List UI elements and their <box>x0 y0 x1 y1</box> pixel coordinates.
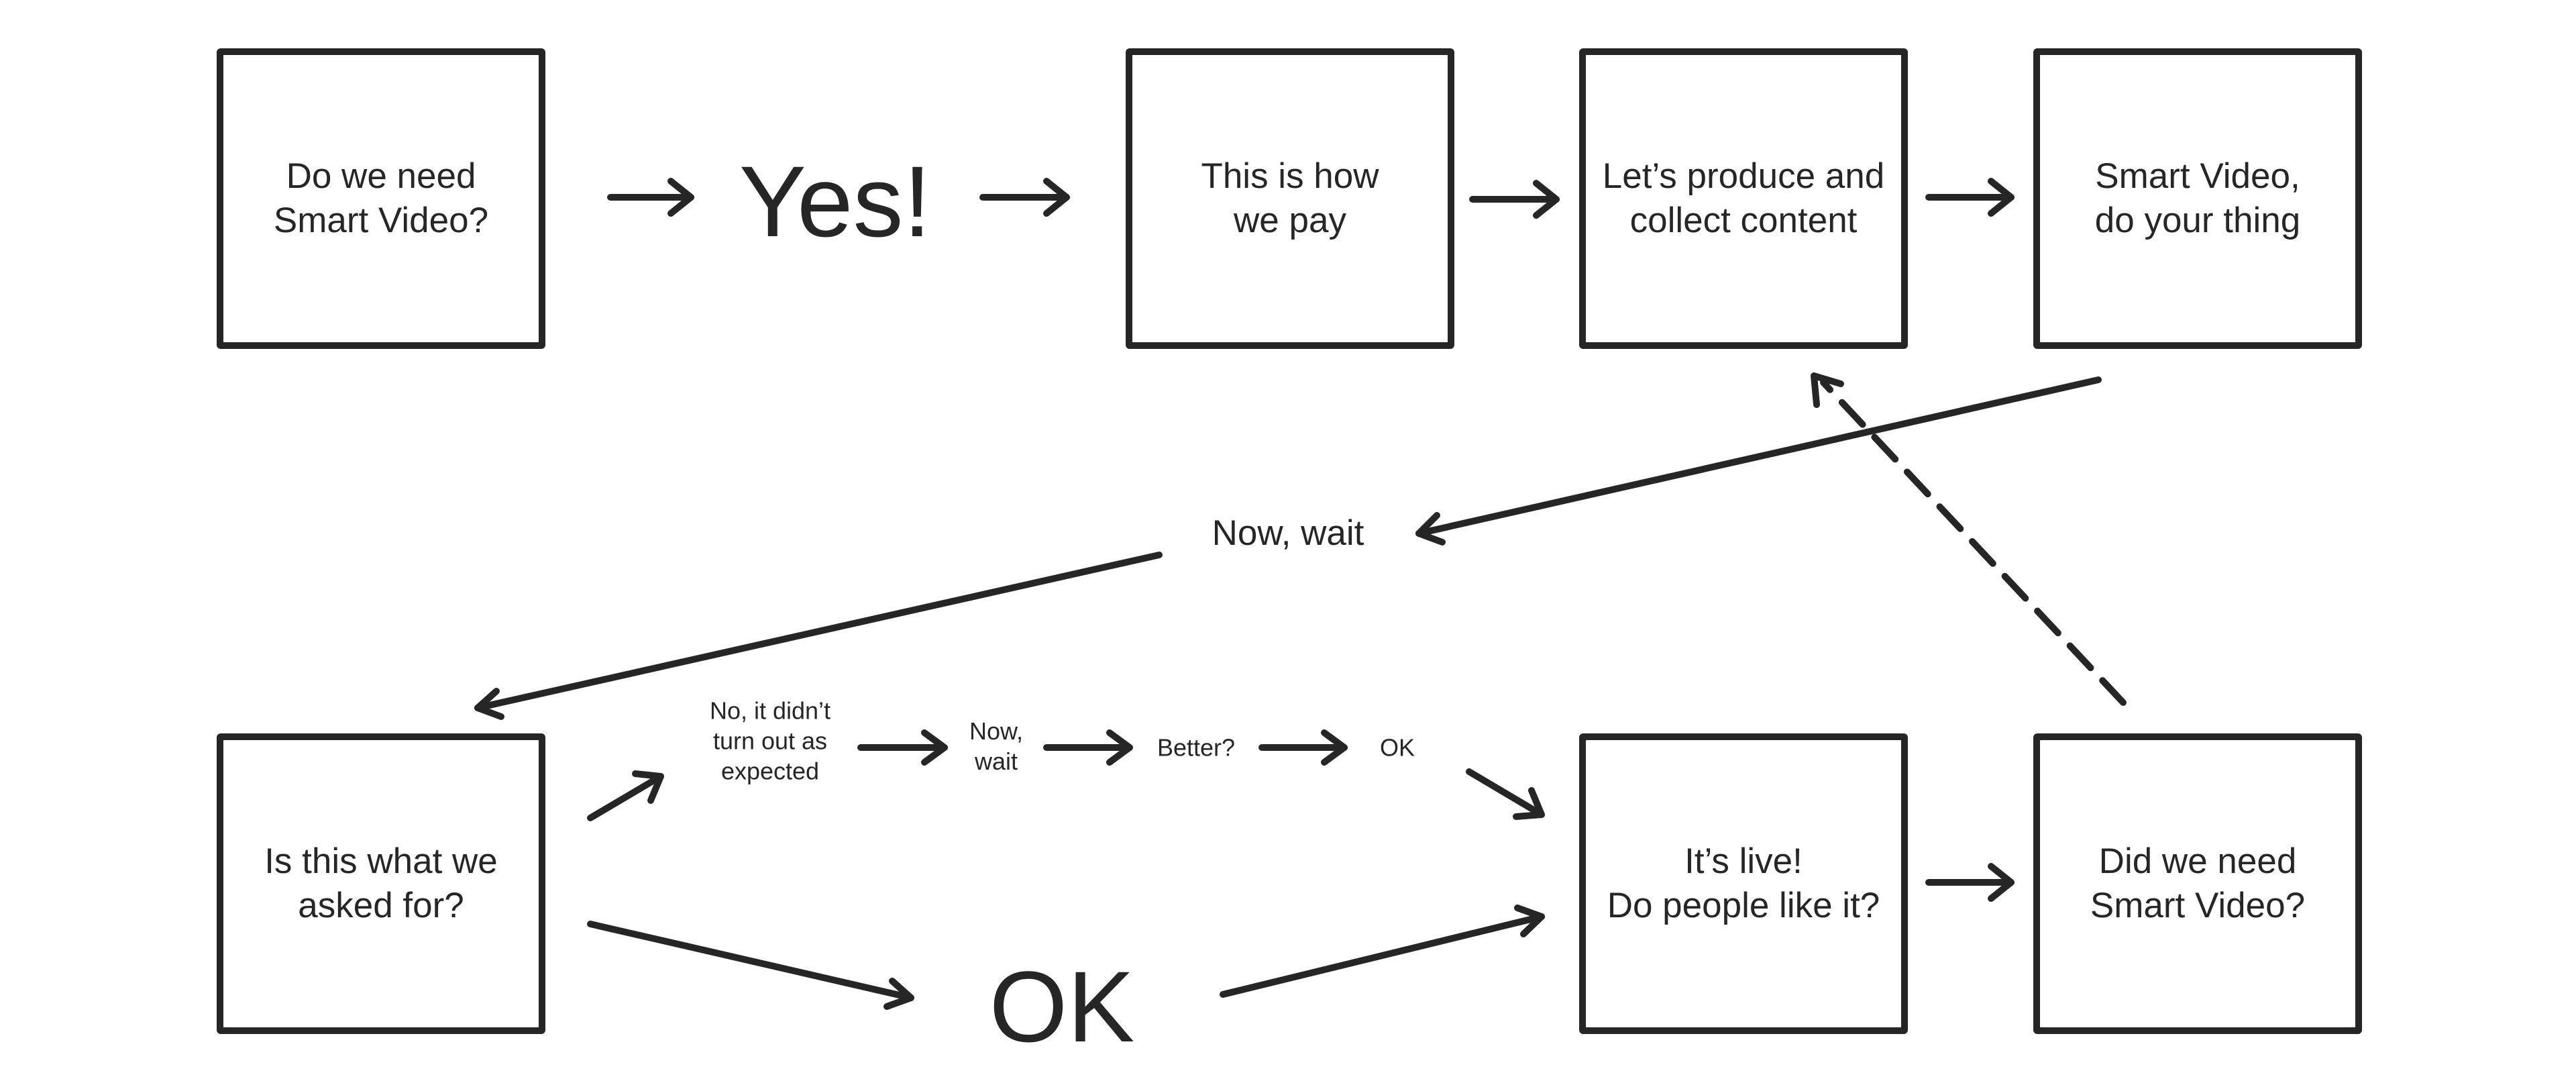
edge-need-to-yes <box>607 178 694 217</box>
edge-yes-to-pay <box>979 178 1070 217</box>
edge-smart-video-to-now-wait <box>1415 376 2102 546</box>
node-asked-for-label: Is this what we asked for? <box>264 841 498 925</box>
node-need-label: Do we need Smart Video? <box>273 156 489 240</box>
node-better: Better? <box>1157 733 1236 762</box>
node-did-we-need: Did we need Smart Video? <box>2033 733 2362 1034</box>
node-need: Do we need Smart Video? <box>217 48 545 349</box>
edge-now-wait-to-asked-for <box>474 552 1163 720</box>
edge-ok-big-to-live <box>1220 905 1545 998</box>
edge-pay-to-produce <box>1469 180 1560 219</box>
node-now-wait: Now, wait <box>1212 513 1364 554</box>
edge-not-expected-to-now-wait-small <box>857 729 948 766</box>
edge-produce-to-smart-video <box>1925 178 2015 217</box>
node-smart-video-label: Smart Video, do your thing <box>2094 156 2301 240</box>
edge-now-wait-small-to-better <box>1043 729 1133 766</box>
node-smart-video: Smart Video, do your thing <box>2033 48 2362 349</box>
node-produce-label: Let’s produce and collect content <box>1602 156 1885 240</box>
node-pay-label: This is how we pay <box>1201 156 1379 240</box>
node-not-expected: No, it didn’t turn out as expected <box>709 697 831 785</box>
node-asked-for: Is this what we asked for? <box>217 733 545 1034</box>
node-pay: This is how we pay <box>1126 48 1454 349</box>
edge-asked-for-to-not-expected <box>587 770 664 821</box>
node-ok-small: OK <box>1379 733 1415 762</box>
edge-did-we-need-to-produce-dashed <box>1811 372 2127 706</box>
edge-asked-for-to-ok-big <box>587 921 914 1010</box>
node-yes: Yes! <box>739 145 932 258</box>
edge-better-to-ok-small <box>1258 729 1348 766</box>
edge-ok-small-to-live <box>1466 768 1545 820</box>
node-did-we-need-label: Did we need Smart Video? <box>2090 841 2306 925</box>
node-ok-big: OK <box>989 950 1135 1063</box>
node-now-wait-small: Now, wait <box>969 717 1024 775</box>
node-live-label: It’s live! Do people like it? <box>1607 841 1880 925</box>
node-live: It’s live! Do people like it? <box>1579 733 1908 1034</box>
node-produce: Let’s produce and collect content <box>1579 48 1908 349</box>
edge-live-to-did-we-need <box>1925 863 2015 902</box>
